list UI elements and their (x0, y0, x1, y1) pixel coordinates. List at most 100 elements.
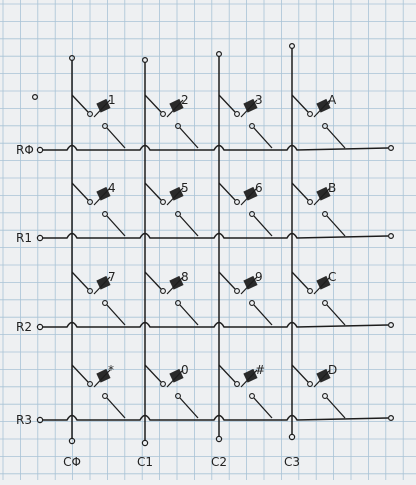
switch-lead-upper (144, 271, 162, 290)
switch-blade (166, 99, 184, 118)
switches (71, 94, 346, 419)
switch-lead-lower (326, 397, 346, 419)
switch-blade (240, 187, 258, 206)
key-switch (71, 364, 126, 419)
switch-contact (234, 199, 240, 205)
switch-contact (160, 381, 166, 387)
key-switch (144, 182, 199, 237)
row-wire (43, 144, 389, 151)
switch-contact (307, 111, 313, 117)
key-label: 5 (181, 181, 189, 195)
row-label: R1 (16, 231, 32, 245)
row-right-terminal (388, 322, 395, 329)
key-switch (218, 182, 273, 237)
key-switch (71, 182, 126, 237)
switch-blade (93, 369, 111, 388)
key-switch (291, 182, 346, 237)
switch-blade (93, 276, 111, 295)
switch-contact (102, 393, 108, 399)
switch-lead-lower (326, 304, 346, 326)
switch-lead-lower (253, 397, 273, 419)
switch-lead-upper (71, 182, 89, 201)
switch-contact (249, 211, 255, 217)
switch-blade (313, 187, 331, 206)
column-label: C3 (284, 455, 300, 469)
column-bottom-terminal (68, 437, 76, 445)
switch-blade (313, 369, 331, 388)
row-left-terminal (36, 234, 44, 242)
switch-lead-upper (291, 182, 309, 201)
column-bottom-terminal (215, 435, 223, 443)
switch-lead-lower (106, 215, 126, 237)
switch-contact (322, 123, 328, 129)
switch-contact (307, 381, 313, 387)
switch-contact (160, 199, 166, 205)
switch-contact (87, 111, 93, 117)
switch-lead-upper (144, 364, 162, 383)
switch-blade (313, 99, 331, 118)
key-label: 1 (108, 93, 116, 107)
switch-lead-upper (291, 271, 309, 290)
column-top-terminal (68, 54, 75, 61)
key-switch (144, 94, 199, 149)
key-switch (291, 94, 346, 149)
key-switch (291, 271, 346, 326)
key-switch (291, 364, 346, 419)
switch-lead-lower (253, 127, 273, 149)
switch-lead-lower (106, 397, 126, 419)
switch-lead-upper (71, 94, 89, 113)
column-top-terminal (289, 42, 296, 49)
switch-contact (322, 211, 328, 217)
row-right-terminal (388, 233, 395, 240)
switch-contact (175, 393, 181, 399)
switch-lead-upper (218, 182, 236, 201)
row-left-terminal (36, 146, 44, 154)
switch-lead-lower (179, 304, 199, 326)
switch-blade (166, 187, 184, 206)
row-wire (43, 321, 389, 328)
key-label: 0 (181, 363, 189, 377)
switch-contact (234, 288, 240, 294)
switch-contact (87, 288, 93, 294)
switch-lead-upper (144, 94, 162, 113)
column-label: C2 (211, 455, 227, 469)
row-left-terminal (36, 416, 44, 424)
switch-lead-upper (144, 182, 162, 201)
column-bottom-terminal (141, 439, 149, 447)
switch-lead-lower (106, 127, 126, 149)
key-label: D (328, 363, 337, 377)
key-switch (218, 94, 273, 149)
key-label: 7 (108, 270, 116, 284)
switch-blade (93, 99, 111, 118)
key-label: 8 (181, 270, 189, 284)
switch-contact (322, 300, 328, 306)
switch-contact (175, 300, 181, 306)
switch-contact (175, 123, 181, 129)
switch-contact (160, 288, 166, 294)
column-top-terminal (142, 56, 149, 63)
key-label: 6 (255, 181, 263, 195)
column-label: C1 (137, 455, 153, 469)
switch-contact (87, 199, 93, 205)
switch-lead-upper (218, 271, 236, 290)
switch-lead-upper (291, 94, 309, 113)
key-switch (144, 364, 199, 419)
row-label: R3 (16, 413, 32, 427)
key-label: 4 (108, 181, 116, 195)
switch-contact (249, 300, 255, 306)
switch-contact (87, 381, 93, 387)
key-label: * (108, 363, 114, 377)
key-label: 9 (255, 270, 263, 284)
key-switch (71, 94, 126, 149)
switch-blade (166, 369, 184, 388)
switch-lead-lower (106, 304, 126, 326)
row-right-terminal (388, 415, 395, 422)
row-right-terminal (388, 145, 395, 152)
switch-contact (307, 288, 313, 294)
switch-lead-upper (218, 94, 236, 113)
switch-blade (166, 276, 184, 295)
